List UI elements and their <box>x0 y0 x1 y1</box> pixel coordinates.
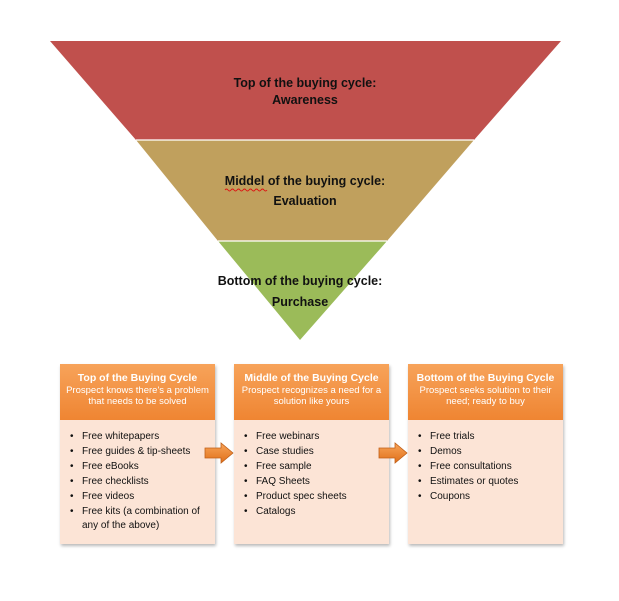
card-list: Free webinars Case studies Free sample F… <box>234 420 389 519</box>
list-item: Free guides & tip-sheets <box>70 445 209 459</box>
list-item: Free webinars <box>244 430 383 444</box>
list-item: Free consultations <box>418 460 557 474</box>
list-item: Catalogs <box>244 505 383 519</box>
funnel-bottom-label-line2: Purchase <box>272 295 328 309</box>
card-subtitle: Prospect recognizes a need for a solutio… <box>241 385 382 407</box>
buying-cycle-funnel: Top of the buying cycle: Awareness Midde… <box>50 41 561 340</box>
list-item: Free eBooks <box>70 460 209 474</box>
card-list: Free trials Demos Free consultations Est… <box>408 420 563 504</box>
list-item: FAQ Sheets <box>244 475 383 489</box>
funnel-middle-label-line2: Evaluation <box>273 194 336 208</box>
list-item: Free videos <box>70 490 209 504</box>
list-item: Product spec sheets <box>244 490 383 504</box>
funnel-bottom-label-line1: Bottom of the buying cycle: <box>218 274 383 288</box>
card-subtitle: Prospect knows there's a problem that ne… <box>66 385 209 407</box>
card-title: Bottom of the Buying Cycle <box>416 372 555 384</box>
list-item: Free kits (a combination of any of the a… <box>70 505 209 532</box>
spellcheck-underline <box>224 188 268 192</box>
list-item: Demos <box>418 445 557 459</box>
card-list: Free whitepapers Free guides & tip-sheet… <box>60 420 215 532</box>
funnel-top-label-line2: Awareness <box>272 93 338 107</box>
card-header: Bottom of the Buying Cycle Prospect seek… <box>408 364 563 420</box>
card-title: Top of the Buying Cycle <box>77 372 198 384</box>
list-item: Free checklists <box>70 475 209 489</box>
funnel-stage-top <box>50 41 561 140</box>
card-header: Top of the Buying Cycle Prospect knows t… <box>60 364 215 420</box>
card-header: Middle of the Buying Cycle Prospect reco… <box>234 364 389 420</box>
card-middle-of-cycle: Middle of the Buying Cycle Prospect reco… <box>234 364 389 544</box>
card-bottom-of-cycle: Bottom of the Buying Cycle Prospect seek… <box>408 364 563 544</box>
list-item: Estimates or quotes <box>418 475 557 489</box>
list-item: Case studies <box>244 445 383 459</box>
funnel-stage-bottom <box>218 241 387 340</box>
arrow-right-icon <box>204 442 234 464</box>
funnel-stage-middle <box>136 140 474 241</box>
list-item: Free whitepapers <box>70 430 209 444</box>
card-top-of-cycle: Top of the Buying Cycle Prospect knows t… <box>60 364 215 544</box>
funnel-top-label-line1: Top of the buying cycle: <box>234 76 377 90</box>
funnel-middle-label-line1: Middel of the buying cycle: <box>225 174 385 188</box>
card-subtitle: Prospect seeks solution to their need; r… <box>419 385 552 407</box>
card-title: Middle of the Buying Cycle <box>244 372 379 384</box>
list-item: Free sample <box>244 460 383 474</box>
arrow-right-icon <box>378 442 408 464</box>
list-item: Coupons <box>418 490 557 504</box>
list-item: Free trials <box>418 430 557 444</box>
